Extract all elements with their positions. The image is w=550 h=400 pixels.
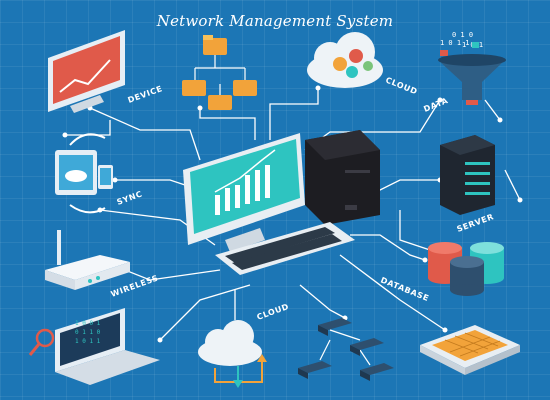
server-rack-icon <box>440 135 495 215</box>
laptop-binary-icon: 1 0 0 1 0 1 1 0 1 0 1 1 <box>28 308 160 385</box>
label-data: DATA <box>422 96 449 114</box>
label-server: SERVER <box>456 212 496 234</box>
label-sync: SYNC <box>116 189 144 207</box>
cloud-gears-icon <box>307 32 383 88</box>
svg-text:0 1 1 0: 0 1 1 0 <box>75 329 101 336</box>
data-funnel-icon: 1 0 1 10 1 01 0 1 <box>438 31 506 105</box>
router-icon <box>45 230 130 290</box>
label-cloud-top: CLOUD <box>384 76 419 97</box>
label-database: DATABASE <box>379 276 430 304</box>
svg-text:1 0 1 1: 1 0 1 1 <box>440 39 470 47</box>
desktop-computer-icon <box>183 130 380 275</box>
label-wireless: WIRELESS <box>110 273 160 299</box>
label-cloud-bottom: CLOUD <box>256 302 291 322</box>
cloud-upload-download-icon <box>198 320 267 388</box>
svg-text:1 0 1 1: 1 0 1 1 <box>75 338 101 345</box>
label-device: DEVICE <box>127 84 164 105</box>
connector-lines <box>65 88 521 341</box>
cpu-chip-icon <box>420 325 520 375</box>
folder-tree-icon <box>182 35 257 110</box>
network-switch-icon <box>298 318 394 381</box>
database-icon <box>428 242 504 296</box>
tablet-phone-sync-icon <box>55 133 113 214</box>
monitor-chart-icon <box>48 30 125 113</box>
diagram-title: Network Management System <box>156 12 394 30</box>
svg-text:0 1 0: 0 1 0 <box>452 31 473 39</box>
svg-text:1 0 0 1: 1 0 0 1 <box>75 320 101 327</box>
